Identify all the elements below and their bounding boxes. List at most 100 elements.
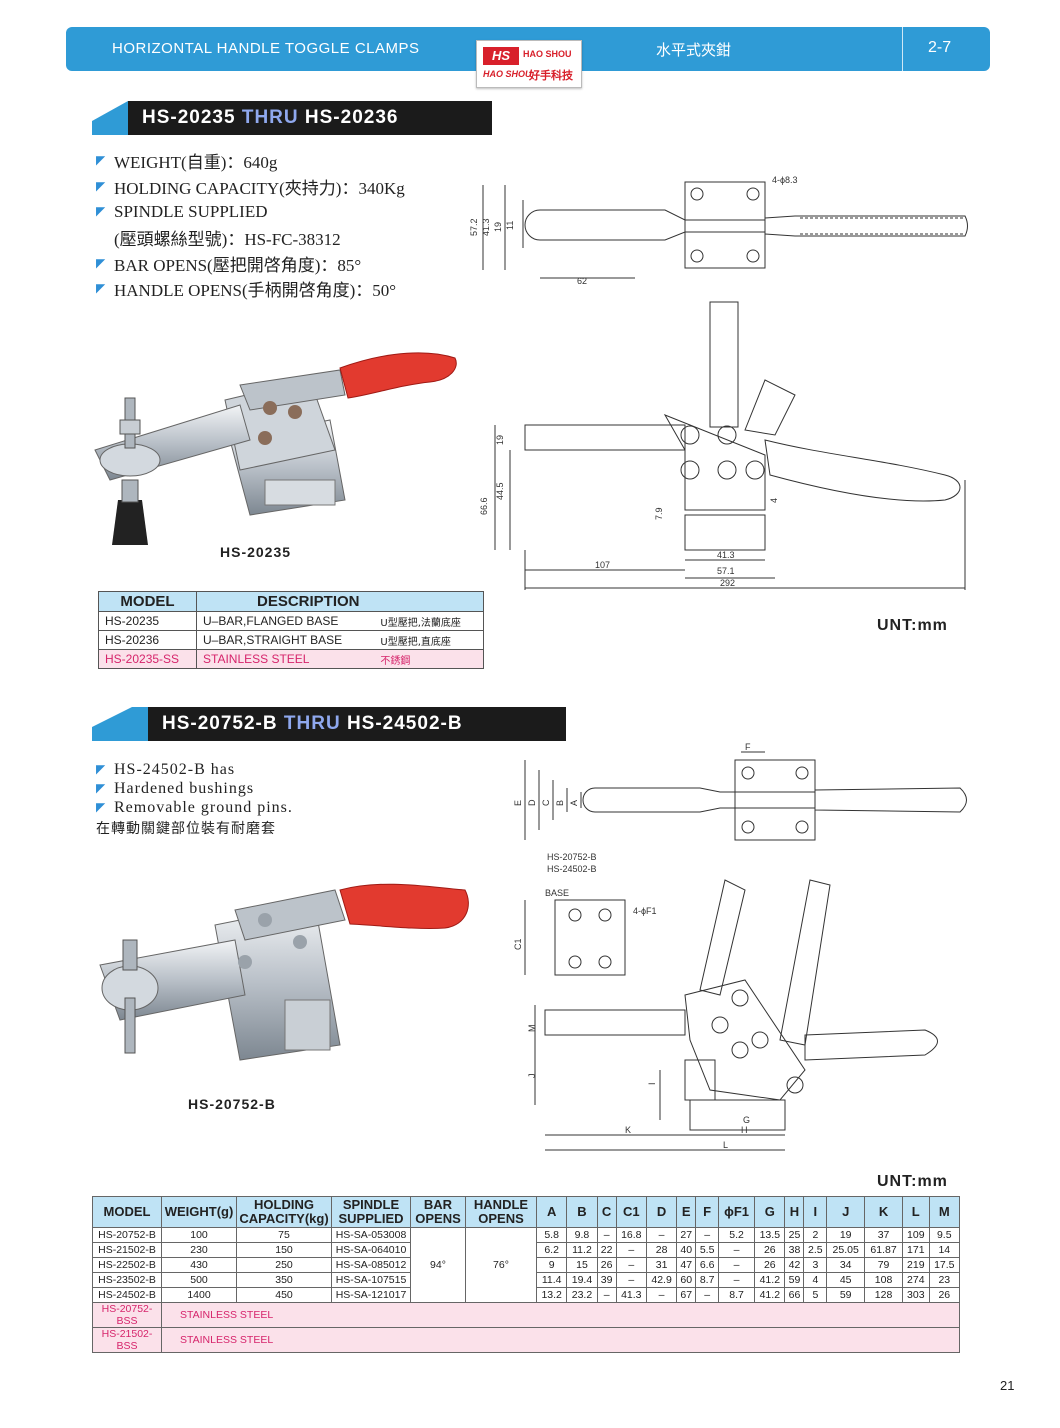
cell-desc-cn: 不銹鋼: [374, 649, 485, 669]
cell-dim: 9: [535, 1257, 568, 1273]
cell-dim: –: [645, 1287, 678, 1303]
cell-dim: 45: [826, 1272, 866, 1288]
cell-dim: 25: [784, 1227, 805, 1243]
cell-dim: –: [645, 1227, 678, 1243]
header-title-en: HORIZONTAL HANDLE TOGGLE CLAMPS: [112, 40, 420, 57]
hs-logo: HS HAO SHOU HAO SHOU 好手科技: [476, 40, 582, 88]
unit-label-2: UNT:mm: [877, 1173, 948, 1190]
cell-spindle: HS-SA-107515: [331, 1272, 411, 1288]
cell-model: HS-20235: [98, 611, 197, 631]
cell-dim: 41.2: [754, 1272, 786, 1288]
cell-dim: 27: [676, 1227, 697, 1243]
bullet-icon: ◤: [96, 178, 106, 193]
cell-handle-opens: 76°: [465, 1227, 537, 1303]
col-e: E: [676, 1196, 697, 1228]
cell-dim: 79: [864, 1257, 903, 1273]
cell-model: HS-20235-SS: [98, 649, 197, 669]
spec-spindle: SPINDLE SUPPLIED: [114, 201, 268, 221]
col-h: H: [784, 1196, 805, 1228]
section2-title-thru: THRU: [283, 713, 341, 734]
cell-spindle: HS-SA-053008: [331, 1227, 411, 1243]
cell-weight: 1400: [161, 1287, 237, 1303]
section2-title-a: HS-20752-B: [162, 713, 278, 734]
cell-model: HS-23502-B: [92, 1272, 162, 1288]
cell-holding: 250: [236, 1257, 332, 1273]
table-row: HS-20236 U–BAR,STRAIGHT BASE U型壓把,直底座: [98, 630, 485, 650]
dim-label: F: [745, 742, 751, 752]
cell-dim: 17.5: [928, 1257, 961, 1273]
dim-label: B: [555, 800, 565, 806]
dim-label: HS-20752-B: [547, 852, 597, 862]
col-j: J: [826, 1196, 866, 1228]
cell-dim: –: [596, 1287, 617, 1303]
bullet-icon: ◤: [96, 281, 106, 296]
dim-label: HS-24502-B: [547, 864, 597, 874]
section1-banner: HS-20235 THRU HS-20236: [92, 101, 492, 135]
cell-dim: 19.4: [566, 1272, 598, 1288]
cell-dim: 40: [676, 1242, 697, 1258]
dim-label: H: [741, 1125, 748, 1135]
cell-dim: 11.2: [566, 1242, 598, 1258]
spec-holding: HOLDING CAPACITY(夾持力)：340Kg: [114, 178, 405, 198]
section1-title: HS-20235 THRU HS-20236: [128, 101, 492, 135]
dim-label: 41.3: [717, 550, 735, 560]
cell-holding: 75: [236, 1227, 332, 1243]
cell-dim: 9.5: [928, 1227, 961, 1243]
cell-dim: 3: [803, 1257, 828, 1273]
cell-dim: 22: [596, 1242, 617, 1258]
cell-bar-opens: 94°: [410, 1227, 466, 1303]
section2-spec-table: MODEL WEIGHT(g) HOLDING CAPACITY(kg) SPI…: [92, 1196, 961, 1353]
cell-weight: 230: [161, 1242, 237, 1258]
col-spindle: SPINDLE SUPPLIED: [331, 1196, 411, 1228]
col-holding: HOLDING CAPACITY(kg): [236, 1196, 332, 1228]
cell-dim: 8.7: [695, 1272, 720, 1288]
dim-label: C: [541, 799, 551, 806]
col-b: B: [566, 1196, 598, 1228]
cell-dim: 67: [676, 1287, 697, 1303]
page-number: 21: [1000, 1378, 1015, 1393]
col-bar-opens: BAR OPENS: [410, 1196, 466, 1228]
spec-note-3: Removable ground pins.: [114, 798, 293, 816]
logo-mark: HS: [483, 47, 519, 65]
col-description: DESCRIPTION: [196, 591, 484, 612]
dim-label: J: [527, 1074, 537, 1079]
cell-spindle: HS-SA-121017: [331, 1287, 411, 1303]
cell-dim: 59: [784, 1272, 805, 1288]
dim-label: K: [625, 1125, 631, 1135]
logo-brand-cn: 好手科技: [529, 69, 573, 82]
cell-dim: 15: [566, 1257, 598, 1273]
bullet-icon: ◤: [96, 255, 106, 270]
dim-label: 7.9: [654, 507, 664, 520]
dim-label: 19: [495, 435, 505, 445]
cell-dim: 219: [902, 1257, 930, 1273]
cell-dim: –: [596, 1227, 617, 1243]
technical-drawing-1: 4-ϕ8.3 57.2 41.3 19 11 62 19 44.5 66.6 7…: [469, 175, 968, 590]
col-m: M: [928, 1196, 961, 1228]
cell-dim: 8.7: [718, 1287, 756, 1303]
cell-dim: 34: [826, 1257, 866, 1273]
dim-label: 57.2: [469, 218, 479, 236]
dim-label: D: [527, 799, 537, 806]
cell-dim: 303: [902, 1287, 930, 1303]
header-title-cn: 水平式夾鉗: [656, 41, 732, 59]
cell-dim: –: [718, 1272, 756, 1288]
bullet-icon: ◤: [96, 781, 107, 795]
dim-label: E: [513, 800, 523, 806]
cell-dim: 14: [928, 1242, 961, 1258]
table-header-row: MODEL WEIGHT(g) HOLDING CAPACITY(kg) SPI…: [92, 1196, 961, 1228]
cell-dim: 2.5: [803, 1242, 828, 1258]
col-f: F: [695, 1196, 720, 1228]
section2-title: HS-20752-B THRU HS-24502-B: [148, 707, 566, 741]
col-weight: WEIGHT(g): [161, 1196, 237, 1228]
cell-dim: 6.6: [695, 1257, 720, 1273]
table-row-ss: HS-20235-SS STAINLESS STEEL 不銹鋼: [98, 649, 485, 669]
clamp-photo-hs-20235: [94, 352, 457, 545]
cell-holding: 350: [236, 1272, 332, 1288]
col-model: MODEL: [92, 1196, 162, 1228]
cell-model: HS-20752-B: [92, 1227, 162, 1243]
cell-desc: U–BAR,STRAIGHT BASE: [196, 630, 375, 650]
dim-label: 4-ϕ8.3: [772, 175, 798, 185]
dim-label: 4-ϕF1: [633, 906, 657, 916]
